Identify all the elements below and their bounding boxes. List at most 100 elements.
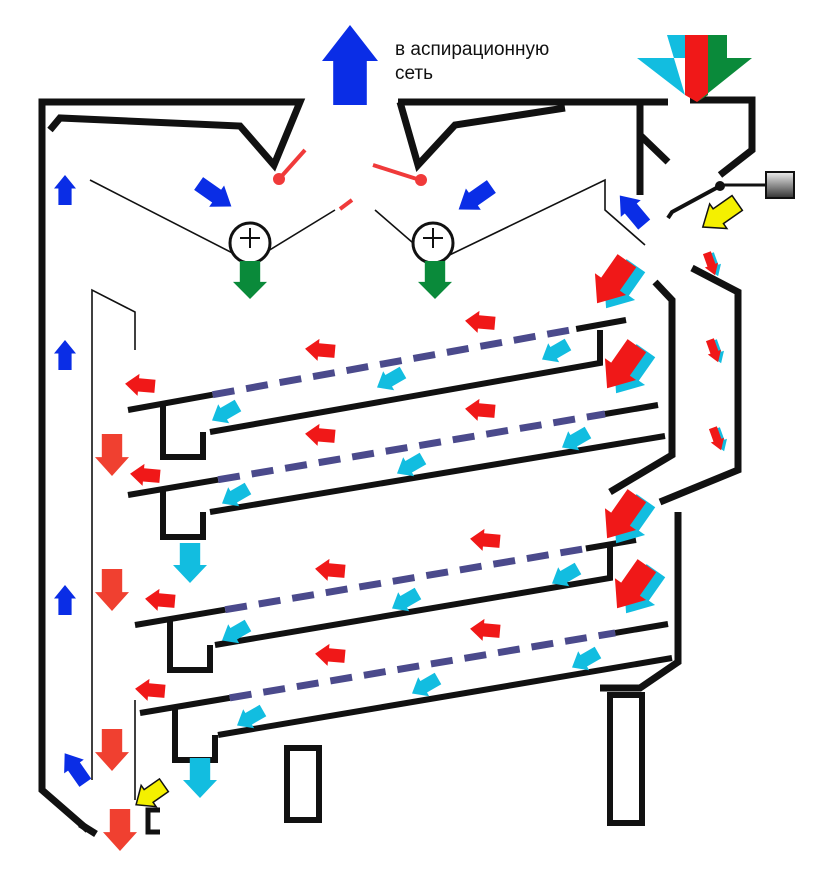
bottom-left-outlet [78,821,98,837]
grain-flow-arrow-icon [237,704,267,729]
sieve-frame [585,537,637,552]
grain-flow-arrow-icon [397,452,427,477]
grain-flow-arrow-icon [572,646,602,671]
light-fraction-arrow-icon [145,588,176,611]
grain-flow-arrow-icon [562,426,592,451]
grain-flow-arrow-icon [552,562,582,587]
grain-outlet-arrow-icon [173,543,207,583]
air-up-arrow-icon [54,175,76,205]
flap-left [278,148,307,180]
sieve-frame [127,476,219,498]
product-inlet-arrow-icon [637,35,752,102]
air-inlet-arrow-icon [64,753,92,787]
dust-outlet-arrow-icon [418,261,452,299]
light-fraction-arrow-icon [470,528,501,551]
throttle-flaps [273,148,427,211]
right-channel-outer [658,264,742,506]
flow-arrows [54,25,752,851]
light-fraction-arrow-icon [130,463,161,486]
light-fraction-arrow-icon [125,373,156,396]
right-trough-v [396,101,566,172]
grain-flow-arrow-icon [212,399,242,424]
sieve-frame [134,606,226,628]
grain-flow-arrow-icon [392,587,422,612]
sieve-hopper [172,708,218,763]
sieve-frame [575,317,627,332]
inlet-baffle [637,132,671,165]
channel-flow-arrow-icon [708,426,724,451]
fan-left [228,221,272,265]
grain-flow-arrow-icon [222,619,252,644]
channel-flow-arrow-icon [702,251,718,276]
mixed-flow-arrow-icon [614,559,657,609]
light-fraction-arrow-icon [315,558,346,581]
sieve [127,402,666,540]
grain-flow-arrow-icon [222,482,252,507]
light-impurities-down-arrow-icon [103,809,137,851]
fan-right [411,221,455,265]
flap-right [372,163,421,182]
sieve-frame [604,402,659,417]
light-impurities-down-arrow-icon [95,729,129,771]
sieve-decks [127,317,673,763]
air-up-arrow-icon [54,585,76,615]
sieve-mesh [217,410,606,484]
right-channel-inner [608,279,676,496]
sieve-hopper [160,490,206,540]
grain-flow-arrow-icon [377,366,407,391]
sieve-hopper [167,620,213,673]
left-inner-channel [91,288,136,780]
sieve-pan [214,545,613,648]
sieve-mesh [224,545,587,614]
machine-legs [284,692,645,826]
light-impurities-down-arrow-icon [95,569,129,611]
channel-flow-arrow-icon [705,338,721,363]
sieve [134,537,637,673]
light-fraction-arrow-icon [305,423,336,446]
fans [228,221,455,265]
dust-outlet-arrow-icon [233,261,267,299]
sieve-pan [217,655,673,738]
sieve-mesh [212,325,577,399]
grain-flow-arrow-icon [412,672,442,697]
outlet-bracket [145,807,160,835]
sieve-hopper [160,405,206,460]
inlet-right-wall [690,96,756,178]
light-impurities-down-arrow-icon [95,434,129,476]
valve-lever [666,171,795,220]
grain-outlet-arrow-icon [183,758,217,798]
sieve-pan [209,433,666,515]
mixed-flow-arrow-icon [604,339,647,389]
light-fraction-arrow-icon [470,618,501,641]
light-fraction-arrow-icon [465,398,496,421]
air-intake-arrow-icon [701,194,744,230]
light-fraction-arrow-icon [135,678,166,701]
counterweight [765,171,795,199]
air-intake-arrow-icon [135,777,170,808]
lower-right-wall [600,512,682,692]
sieve-mesh [229,629,616,702]
aspiration-label-line1: в аспирационную [395,39,550,60]
grain-flow-arrow-icon [542,338,572,363]
sieve-pan [209,330,603,435]
air-up-arrow-icon [54,340,76,370]
light-fraction-arrow-icon [315,643,346,666]
sieve [127,317,627,460]
mixed-flow-arrow-icon [594,254,637,304]
aspiration-label-line2: сеть [395,63,434,84]
left-outer-wall [38,98,306,833]
air-to-fan-arrow-icon [194,177,232,207]
machine-walls [38,96,756,837]
air-to-fan-arrow-icon [458,180,496,210]
aspiration-outflow-arrow-icon [322,25,378,105]
air-inlet-arrow-icon [619,195,651,230]
mixed-flow-arrow-icon [604,489,647,539]
sieve-frame [127,391,214,413]
sieve-frame [614,621,669,636]
leg-right [607,692,645,826]
flap-center [338,198,354,211]
aspiration-label: в аспирационную сеть [395,38,549,86]
sieve-frame [139,694,231,716]
light-fraction-arrow-icon [465,310,496,333]
